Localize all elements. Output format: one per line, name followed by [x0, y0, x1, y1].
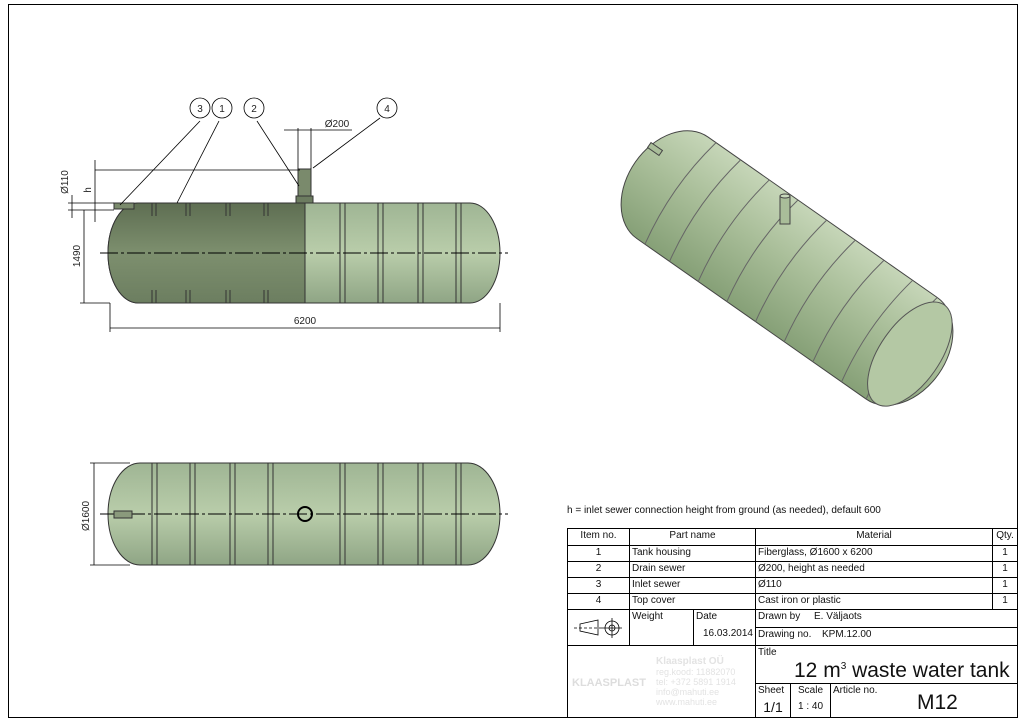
row2-part: Drain sewer [629, 561, 756, 578]
header-item-no: Item no. [567, 528, 630, 546]
callout-2: 2 [251, 104, 257, 115]
iso-pipe [646, 141, 791, 225]
row2-item: 2 [567, 561, 630, 578]
title-cell: Title 12 m3 waste water tank [755, 645, 1018, 684]
logo-reg: reg.kood: 11882070 [656, 667, 736, 677]
dim-height: 1490 [72, 244, 83, 267]
weight-label: Weight [632, 611, 663, 622]
row4-item: 4 [567, 593, 630, 610]
dim-d200: Ø200 [325, 119, 350, 130]
title-main: 12 m [794, 659, 841, 682]
row1-qty: 1 [992, 545, 1018, 562]
company-logo: KLAASPLAST Klaasplast OÜ reg.kood: 11882… [572, 655, 748, 710]
row2-material: Ø200, height as needed [755, 561, 993, 578]
row2-qty: 1 [992, 561, 1018, 578]
projection-cell [567, 609, 630, 646]
dim-d1600: Ø1600 [81, 501, 92, 531]
side-view: 3 1 2 4 Ø200 6200 Ø110 h 1490 Ø1600 [60, 97, 508, 531]
date-cell: Date 16.03.2014 [693, 609, 756, 646]
row4-material: Cast iron or plastic [755, 593, 993, 610]
scale-label: Scale [797, 685, 823, 696]
sheet-label: Sheet [758, 685, 785, 696]
row3-material: Ø110 [755, 577, 993, 594]
row1-material: Fiberglass, Ø1600 x 6200 [755, 545, 993, 562]
row4-qty: 1 [992, 593, 1018, 610]
header-qty: Qty. [992, 528, 1018, 546]
logo-tel: tel: +372 5891 1914 [656, 677, 736, 687]
drawing-no-value: KPM.12.00 [822, 629, 872, 640]
weight-cell: Weight [629, 609, 694, 646]
drawn-by-label: Drawn by [758, 611, 801, 622]
row1-item: 1 [567, 545, 630, 562]
logo-web: www.mahuti.ee [656, 697, 718, 707]
title-sup: 3 [840, 661, 847, 672]
dim-length: 6200 [294, 316, 317, 327]
inlet-height-note: h = inlet sewer connection height from g… [567, 505, 881, 516]
top-view [90, 462, 508, 566]
row3-item: 3 [567, 577, 630, 594]
callout-4: 4 [384, 104, 390, 115]
header-material: Material [755, 528, 993, 546]
sheet-cell: Sheet 1/1 [755, 683, 791, 718]
title-label: Title [758, 647, 777, 658]
logo-email: info@mahuti.ee [656, 687, 720, 697]
scale-value: 1 : 40 [797, 701, 824, 712]
drawing-title: 12 m3 waste water tank [794, 654, 1010, 683]
drawing-no-label: Drawing no. [758, 629, 812, 640]
row1-part: Tank housing [629, 545, 756, 562]
drawn-by-cell: Drawn by E. Väljaots [755, 609, 1018, 628]
article-value: M12 [917, 691, 958, 714]
row4-part: Top cover [629, 593, 756, 610]
article-cell: Article no. M12 [830, 683, 1018, 718]
date-label: Date [696, 611, 718, 622]
isometric-view [620, 130, 954, 407]
header-part-name: Part name [629, 528, 756, 546]
logo-company: Klaasplast OÜ [656, 656, 724, 667]
sheet-value: 1/1 [763, 699, 783, 715]
date-value: 16.03.2014 [702, 628, 753, 639]
logo-brand: KLAASPLAST [572, 677, 646, 689]
title-rest: waste water tank [846, 659, 1010, 682]
projection-symbol-icon [574, 618, 622, 638]
drawing-frame [8, 4, 1018, 718]
drawing-no-cell: Drawing no. KPM.12.00 [755, 627, 1018, 646]
callout-1: 1 [219, 104, 225, 115]
drawn-by-value: E. Väljaots [814, 611, 862, 622]
row3-part: Inlet sewer [629, 577, 756, 594]
callout-3: 3 [197, 104, 203, 115]
row3-qty: 1 [992, 577, 1018, 594]
article-label: Article no. [833, 685, 878, 696]
dim-h: h [83, 187, 94, 193]
scale-cell: Scale 1 : 40 [790, 683, 831, 718]
dim-d110: Ø110 [60, 170, 71, 194]
